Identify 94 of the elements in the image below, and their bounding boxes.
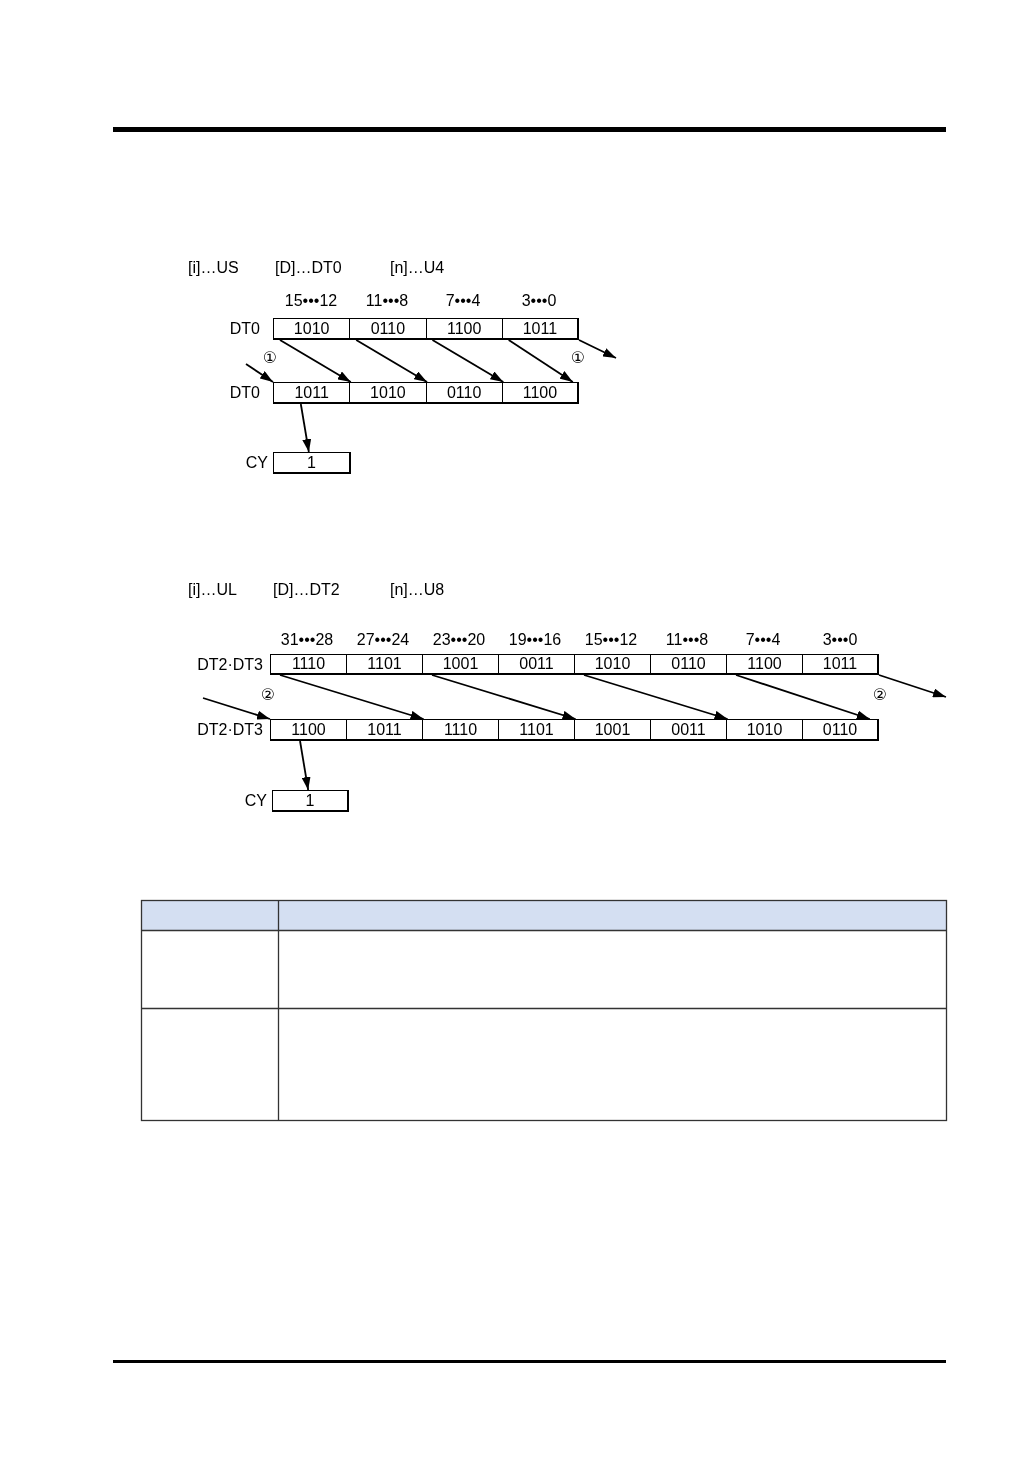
bit-range-label: 3•••0	[822, 632, 858, 648]
register-cell	[574, 654, 651, 675]
register-label: DT2·DT3	[197, 722, 263, 738]
bit-range-label: 15•••12	[584, 632, 638, 648]
arrow	[299, 403, 312, 453]
operand-label: [i]…US	[188, 260, 239, 276]
arrow	[355, 339, 428, 383]
operand-label: [i]…UL	[188, 582, 237, 598]
arrow	[279, 339, 352, 383]
nibble-value: 0110	[671, 656, 706, 672]
bit-range-label: 15•••12	[284, 293, 338, 309]
nibble-value: 0110	[370, 320, 406, 337]
operand-label: [D]…DT0	[275, 260, 342, 276]
nibble-value: 1100	[446, 320, 482, 337]
operand-label: [n]…U8	[390, 582, 445, 598]
arrow	[431, 674, 577, 720]
register-label: DT0	[229, 385, 260, 401]
nibble-value: 0110	[822, 721, 858, 738]
flag-label: CY	[245, 455, 268, 471]
register-cell	[273, 318, 351, 340]
carry-value: 1	[305, 792, 315, 809]
nibble-value: 1010	[293, 320, 330, 337]
circled-number: ①	[262, 350, 278, 366]
bit-range-label: 23•••20	[432, 632, 486, 648]
arrow	[431, 339, 505, 383]
nibble-value: 1001	[594, 721, 631, 738]
circled-number: ②	[260, 687, 276, 703]
register-cell	[425, 318, 503, 340]
circled-number: ①	[570, 350, 586, 366]
nibble-value: 1110	[291, 656, 326, 672]
arrow	[279, 674, 425, 720]
bit-range-label: 19•••16	[508, 632, 562, 648]
register-label: DT2·DT3	[197, 657, 263, 673]
nibble-value: 1100	[522, 384, 558, 401]
register-cell	[270, 654, 347, 675]
register-cell	[650, 719, 727, 741]
register-cell	[498, 654, 575, 675]
flag-label: CY	[244, 793, 267, 809]
bit-range-label: 7•••4	[745, 632, 781, 648]
nibble-value: 1100	[747, 656, 782, 672]
nibble-value: 1011	[522, 320, 558, 337]
bit-range-label: 11•••8	[365, 293, 409, 309]
register-cell	[726, 654, 803, 675]
register-cell	[346, 719, 423, 741]
bit-range-label: 11•••8	[665, 632, 709, 648]
circled-number: ②	[872, 687, 888, 703]
arrow	[245, 363, 274, 383]
nibble-value: 0110	[446, 384, 482, 401]
arrow	[735, 674, 871, 720]
operand-label: [D]…DT2	[273, 582, 340, 598]
bit-range-label: 27•••24	[356, 632, 410, 648]
nibble-value: 1011	[294, 384, 329, 401]
bit-range-label: 7•••4	[445, 293, 481, 309]
arrow	[299, 740, 311, 791]
arrow	[578, 339, 617, 359]
bit-range-label: 31•••28	[280, 632, 334, 648]
register-cell	[498, 719, 575, 741]
register-cell	[422, 719, 499, 741]
nibble-value: 1010	[594, 656, 631, 672]
nibble-value: 0011	[519, 656, 554, 672]
register-cell	[273, 382, 351, 404]
nibble-value: 1110	[443, 721, 478, 738]
nibble-value: 1100	[291, 721, 326, 738]
arrow	[878, 674, 947, 698]
nibble-value: 0011	[671, 721, 706, 738]
nibble-value: 1001	[442, 656, 479, 672]
register-label: DT0	[229, 321, 260, 337]
register-cell	[501, 382, 579, 404]
register-cell	[346, 654, 423, 675]
nibble-value: 1010	[746, 721, 783, 738]
bit-range-label: 3•••0	[521, 293, 557, 309]
register-cell	[422, 654, 499, 675]
arrow	[202, 697, 271, 720]
nibble-value: 1101	[519, 721, 554, 738]
nibble-value: 1101	[367, 656, 402, 672]
register-cell	[270, 719, 347, 741]
carry-flag-cell	[273, 452, 351, 474]
register-cell	[802, 719, 879, 741]
register-cell	[349, 318, 427, 340]
carry-value: 1	[307, 454, 316, 471]
register-cell	[802, 654, 879, 675]
register-cell	[650, 654, 727, 675]
register-cell	[349, 382, 427, 404]
arrow	[507, 339, 574, 383]
arrow	[583, 674, 729, 720]
register-cell	[726, 719, 803, 741]
register-cell	[425, 382, 503, 404]
nibble-value: 1011	[822, 656, 858, 672]
register-cell	[574, 719, 651, 741]
nibble-value: 1010	[370, 384, 406, 401]
nibble-value: 1011	[367, 721, 402, 738]
register-cell	[501, 318, 579, 340]
operand-label: [n]…U4	[390, 260, 445, 276]
carry-flag-cell	[272, 790, 349, 812]
